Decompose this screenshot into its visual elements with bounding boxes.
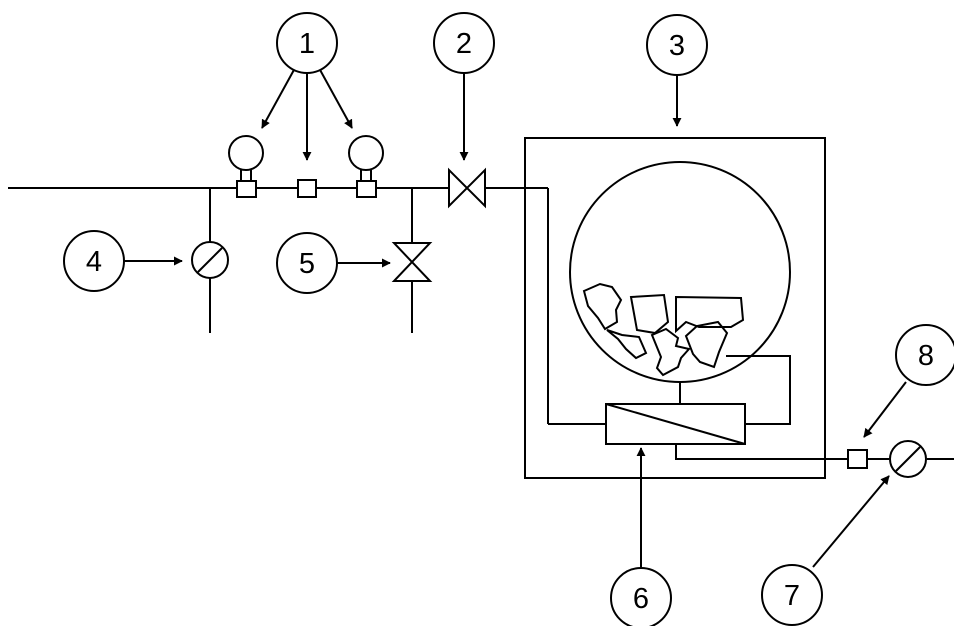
main-valve-icon [448, 167, 486, 209]
branch-valve-icon [391, 242, 433, 282]
leader-arrows [123, 67, 907, 570]
callout-6-label: 6 [633, 583, 649, 615]
callout-3-label: 3 [669, 30, 685, 62]
callout-3: 3 [646, 14, 708, 76]
branch-pipes [209, 188, 413, 333]
flow-meter-left-icon [191, 241, 229, 279]
flow-meter-right-icon [889, 440, 927, 478]
heat-exchanger-icon [605, 403, 746, 445]
callout-6: 6 [610, 567, 672, 629]
callout-8: 8 [895, 324, 954, 386]
callout-2: 2 [433, 12, 495, 74]
outlet-pipe [675, 444, 954, 460]
callout-5: 5 [276, 232, 338, 294]
callout-7: 7 [761, 564, 823, 626]
supply-pipe [8, 187, 606, 425]
callout-5-label: 5 [299, 248, 315, 280]
callout-1-label: 1 [299, 28, 315, 60]
callout-8-label: 8 [918, 340, 934, 372]
pressure-gauge-left [228, 135, 264, 198]
callout-2-label: 2 [456, 28, 472, 60]
callout-1: 1 [276, 12, 338, 74]
sensor-middle [297, 179, 317, 198]
outlet-sensor [847, 449, 868, 469]
vessel-enclosure [524, 137, 826, 479]
callout-4-label: 4 [86, 246, 102, 278]
callout-7-label: 7 [784, 580, 800, 612]
pressure-gauge-right [348, 135, 384, 198]
callout-4: 4 [63, 230, 125, 292]
